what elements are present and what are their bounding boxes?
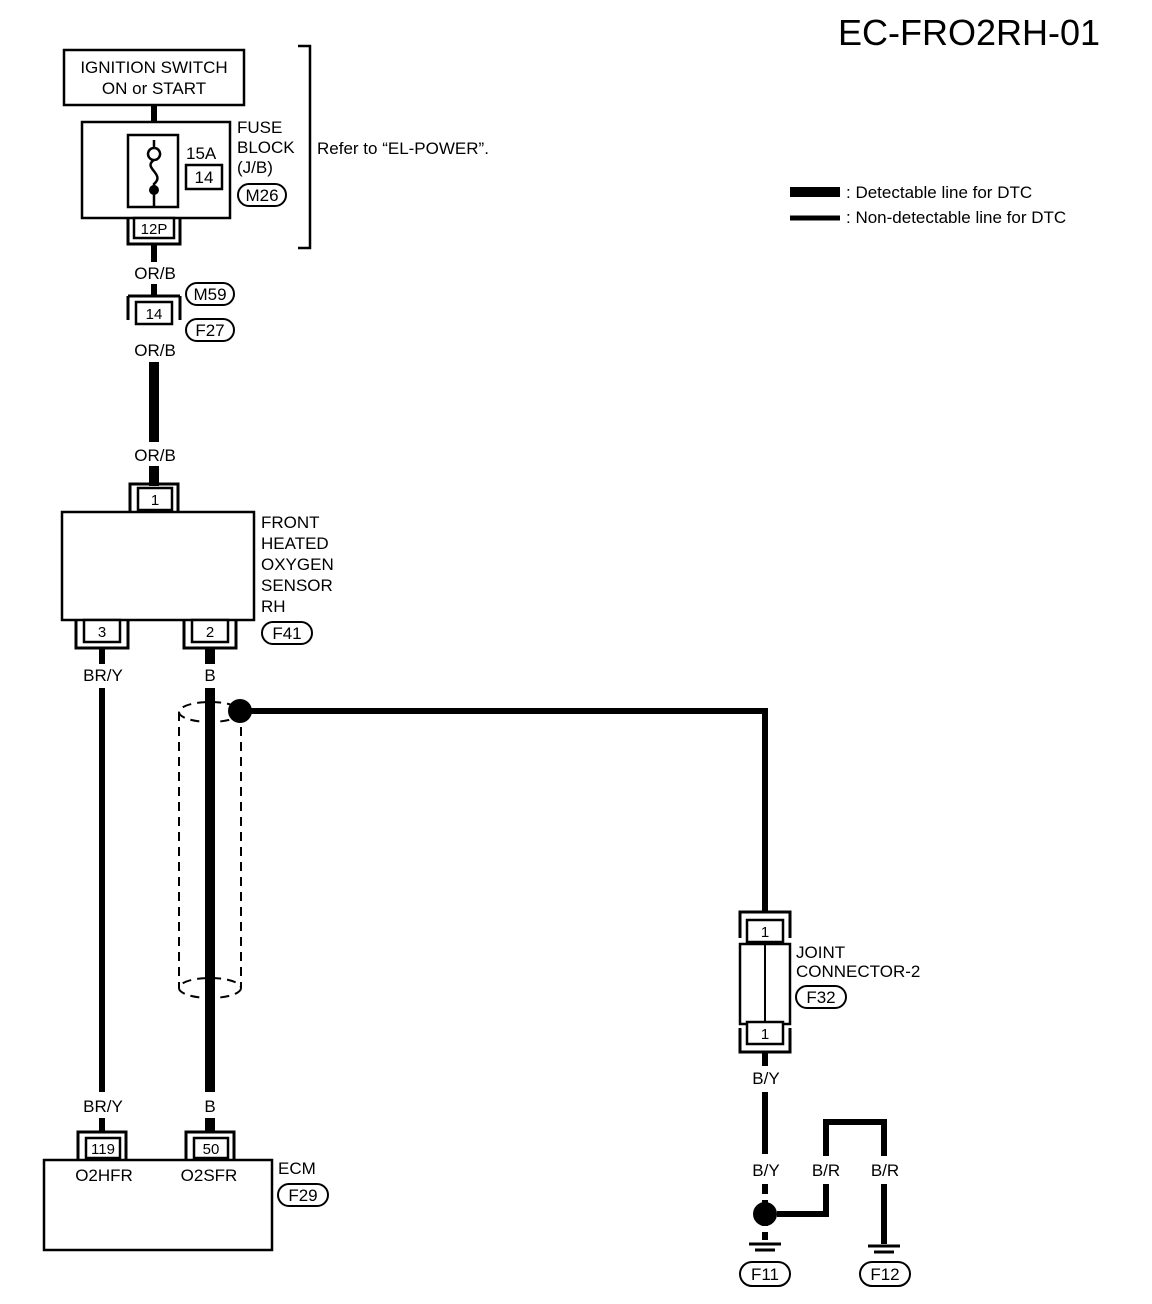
wire-label-b-bottom: B xyxy=(204,1097,215,1116)
svg-text:F27: F27 xyxy=(195,321,224,340)
sensor-label-4: SENSOR xyxy=(261,576,333,595)
ground-symbol-f11 xyxy=(749,1242,781,1252)
ignition-switch: IGNITION SWITCH ON or START xyxy=(62,48,246,107)
sensor-label-2: HEATED xyxy=(261,534,329,553)
connector-m59: M59 xyxy=(185,282,235,306)
fuse-symbol xyxy=(146,140,162,206)
wire-label-orb-2: OR/B xyxy=(134,341,176,360)
legend-non-detectable-label: : Non-detectable line for DTC xyxy=(846,208,1066,227)
inline-connector-14: 14 xyxy=(126,294,182,326)
connector-f27: F27 xyxy=(185,318,235,342)
sensor-label-5: RH xyxy=(261,597,286,616)
svg-text:3: 3 xyxy=(98,624,106,641)
svg-text:F41: F41 xyxy=(272,624,301,643)
ground-splice xyxy=(753,1202,777,1226)
ecm-pin-119: 119 xyxy=(76,1130,128,1160)
wire-label-orb-3: OR/B xyxy=(134,446,176,465)
svg-text:2: 2 xyxy=(206,624,214,641)
svg-text:50: 50 xyxy=(203,1141,220,1158)
svg-text:M59: M59 xyxy=(193,285,226,304)
joint-label-2: CONNECTOR-2 xyxy=(796,962,920,981)
svg-text:F32: F32 xyxy=(806,988,835,1007)
fuse-amp: 15A xyxy=(186,144,217,163)
wire-label-bry-top: BR/Y xyxy=(83,666,123,685)
ground-symbol-f12 xyxy=(868,1244,900,1254)
wire-label-br-1: B/R xyxy=(812,1161,840,1180)
fuse-block-label-3: (J/B) xyxy=(237,158,273,177)
sensor-pin-2: 2 xyxy=(182,618,238,650)
connector-f32: F32 xyxy=(795,985,847,1009)
ground-f12: F12 xyxy=(859,1261,911,1287)
wire-label-bry-bottom: BR/Y xyxy=(83,1097,123,1116)
shield-drain-wire xyxy=(240,708,768,912)
ecm-pin-50: 50 xyxy=(184,1130,236,1160)
svg-text:12P: 12P xyxy=(141,221,168,238)
sensor-label-1: FRONT xyxy=(261,513,320,532)
svg-text:F11: F11 xyxy=(751,1265,779,1284)
connector-m26: M26 xyxy=(237,183,287,207)
connector-12p: 12P xyxy=(126,216,182,246)
sensor-pin-1: 1 xyxy=(128,482,180,512)
ignition-line2: ON or START xyxy=(102,79,206,98)
wire-label-orb-1: OR/B xyxy=(134,264,176,283)
fuse-block-label-1: FUSE xyxy=(237,118,282,137)
connector-f41: F41 xyxy=(261,621,313,645)
fuse-number: 14 xyxy=(195,168,214,187)
power-bracket xyxy=(298,44,312,250)
svg-text:F12: F12 xyxy=(870,1265,899,1284)
wire-label-by-2: B/Y xyxy=(752,1161,779,1180)
sensor-label-3: OXYGEN xyxy=(261,555,334,574)
wire-label-br-2: B/R xyxy=(871,1161,899,1180)
ecm-terminal-o2hfr: O2HFR xyxy=(75,1166,133,1185)
ecm-terminal-o2sfr: O2SFR xyxy=(181,1166,238,1185)
wire-br-loop xyxy=(777,1119,887,1217)
fuse-block-label-2: BLOCK xyxy=(237,138,295,157)
wire-label-by-1: B/Y xyxy=(752,1069,779,1088)
ignition-line1: IGNITION SWITCH xyxy=(80,58,227,77)
fuse-block: 15A 14 xyxy=(80,120,232,220)
ground-f11: F11 xyxy=(739,1261,791,1287)
svg-text:1: 1 xyxy=(761,924,769,941)
legend: : Detectable line for DTC : Non-detectab… xyxy=(790,183,1066,227)
svg-text:F29: F29 xyxy=(288,1186,317,1205)
diagram-title: EC-FRO2RH-01 xyxy=(838,12,1100,53)
ecm-label: ECM xyxy=(278,1159,316,1178)
refer-note: Refer to “EL-POWER”. xyxy=(317,139,489,158)
svg-text:14: 14 xyxy=(146,306,163,323)
svg-text:1: 1 xyxy=(761,1026,769,1043)
wire-label-b-top: B xyxy=(204,666,215,685)
svg-text:119: 119 xyxy=(91,1141,115,1158)
ecm-box xyxy=(42,1158,274,1252)
joint-label-1: JOINT xyxy=(796,943,845,962)
legend-detectable-label: : Detectable line for DTC xyxy=(846,183,1032,202)
svg-text:M26: M26 xyxy=(245,186,278,205)
oxygen-sensor-box xyxy=(60,510,256,622)
joint-connector-2: 1 1 xyxy=(738,910,792,1054)
connector-f29: F29 xyxy=(277,1183,329,1207)
sensor-pin-3: 3 xyxy=(74,618,130,650)
svg-text:1: 1 xyxy=(151,492,159,509)
